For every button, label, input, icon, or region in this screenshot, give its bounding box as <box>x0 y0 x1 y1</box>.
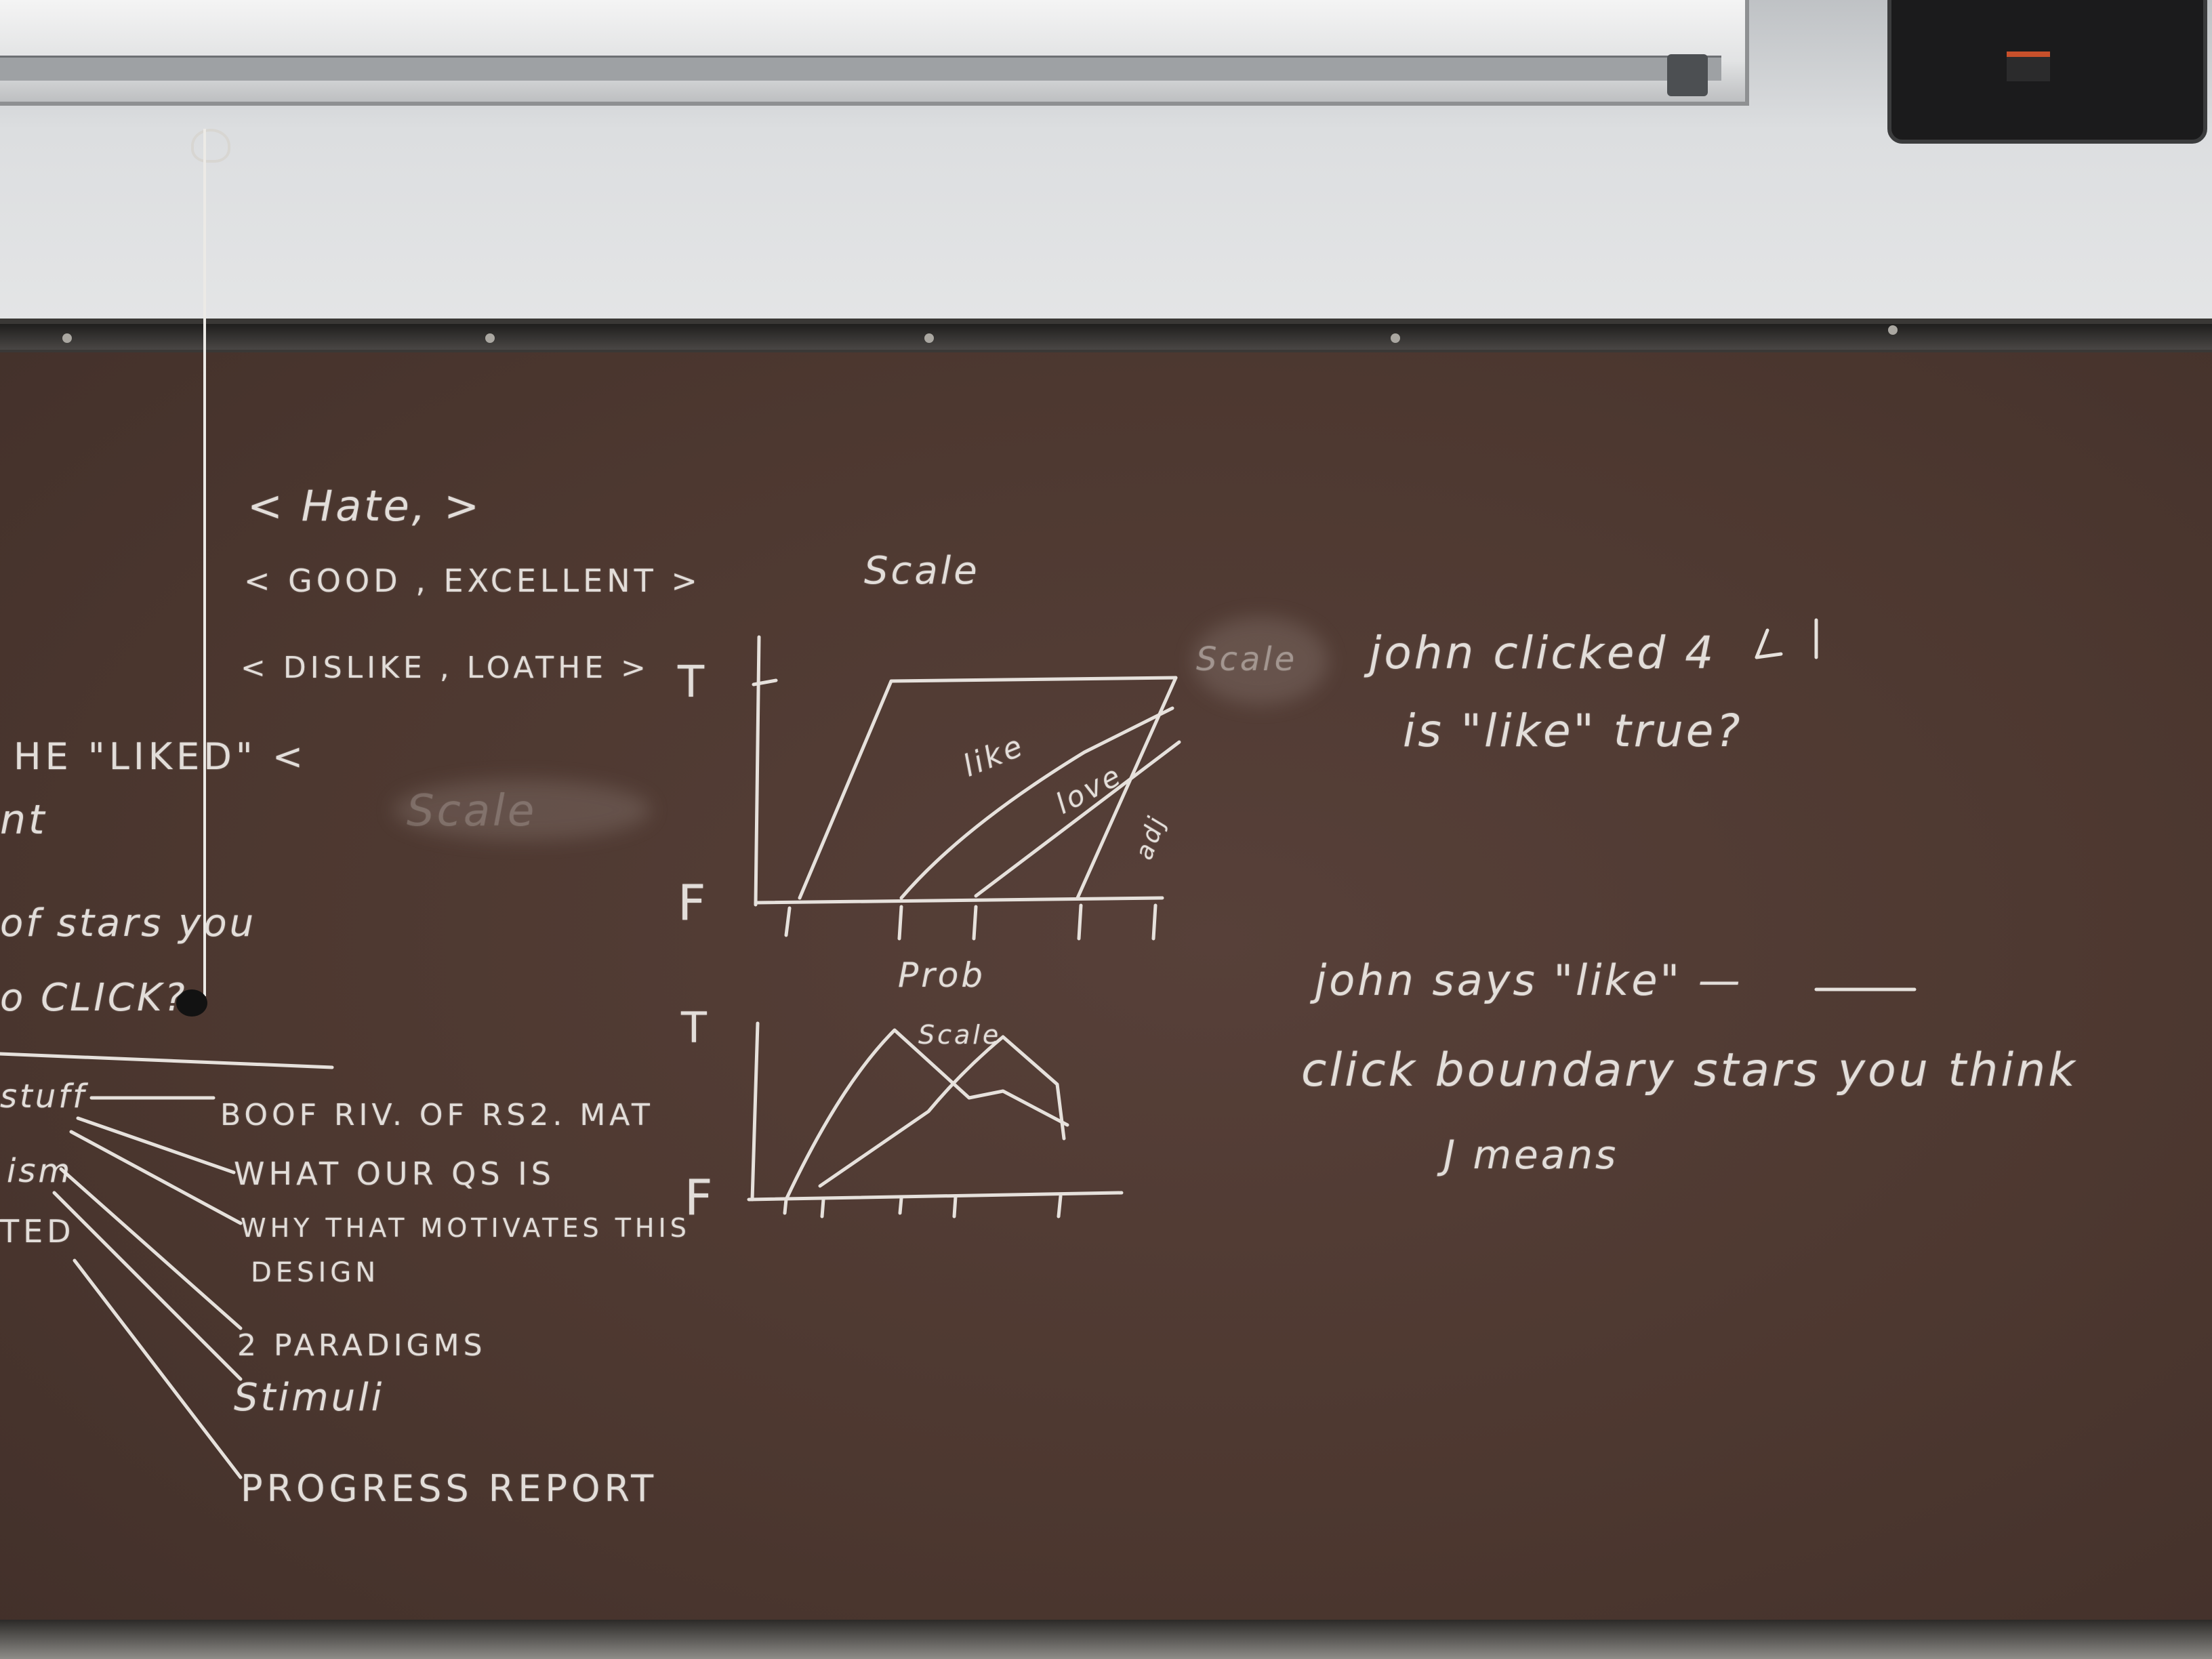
graph-top-title: Scale <box>864 549 980 593</box>
tuple-dislike-loathe: < DISLIKE , LOATHE > <box>241 651 650 685</box>
graph-bottom-curve-b <box>818 1035 1066 1188</box>
rail-screw <box>924 333 934 343</box>
graph-top-x-axis <box>754 896 1164 905</box>
note-liked: HE "LIKED" < <box>14 735 308 778</box>
graph-bottom-peak-label: Scale <box>918 1020 1002 1050</box>
outline-item: DESIGN <box>251 1257 380 1288</box>
chalkboard <box>0 352 2212 1659</box>
ghost-text: Scale <box>407 786 537 836</box>
note-john-clicked: john clicked 4 <box>1369 627 1717 679</box>
graph-bottom-x-axis <box>747 1191 1124 1202</box>
graph-bottom-x-ticks <box>783 1194 1063 1218</box>
outline-connector <box>76 1116 236 1174</box>
graph-top-x-ticks <box>784 903 1158 941</box>
note-click: o CLICK? <box>0 976 188 1020</box>
outline-connector <box>73 1258 243 1479</box>
outline-stub: TED <box>0 1213 75 1250</box>
projector-screen-bar <box>0 56 1721 81</box>
outline-item: 2 PARADIGMS <box>237 1328 487 1363</box>
speaker <box>1887 0 2207 144</box>
screen-pull-hook[interactable] <box>191 129 230 163</box>
graph-top-y-tick <box>752 678 778 687</box>
rail-screw <box>1391 333 1400 343</box>
rail-screw <box>485 333 495 343</box>
note-stars: of stars you <box>0 901 257 945</box>
tuple-good-excellent: < GOOD , EXCELLENT > <box>244 562 701 599</box>
outline-stub: stuff <box>0 1078 87 1115</box>
rail-screw <box>1888 325 1898 335</box>
tuple-hate: < Hate, > <box>247 481 483 531</box>
speaker-logo <box>2007 52 2050 81</box>
board-top-rail <box>0 324 2212 350</box>
outline-item: WHAT OUR QS IS <box>234 1155 555 1192</box>
graph-top-curve-love <box>974 740 1181 898</box>
outline-item: Stimuli <box>234 1376 385 1420</box>
outline-connector <box>52 1191 243 1381</box>
note-click-boundary: click boundary stars you think <box>1301 1044 2078 1097</box>
projector-screen-housing <box>0 0 1749 106</box>
numeral-4-stroke <box>1755 618 1818 659</box>
graph-bottom-curve-a <box>784 1028 1069 1202</box>
outline-item: PROGRESS REPORT <box>241 1467 658 1510</box>
graph-bottom-title: Prob <box>898 956 986 995</box>
graph-bottom-y-false: F <box>684 1169 717 1226</box>
outline-item: BOOF RIV. OF RS2. MAT <box>220 1098 654 1132</box>
outline-stub: ism <box>7 1152 73 1190</box>
erased-smudge <box>393 779 651 840</box>
note-john-says: john says "like" — <box>1315 956 1743 1005</box>
graph-top-side-label: Scale <box>1196 640 1298 678</box>
outline-connector <box>59 1167 243 1330</box>
rail-screw <box>62 333 72 343</box>
note-like-true: is "like" true? <box>1403 705 1743 757</box>
erased-smudge <box>1193 617 1328 705</box>
note-nt: nt <box>0 796 47 844</box>
graph-top-y-axis <box>754 635 761 907</box>
outline-divider <box>0 1052 334 1069</box>
graph-top-y-false: F <box>678 874 710 931</box>
graph-bottom-y-axis <box>750 1021 760 1202</box>
outline-item: WHY THAT MOTIVATES THIS <box>241 1213 691 1243</box>
graph-top-y-true: T <box>678 657 709 708</box>
graph-bottom-y-true: T <box>681 1003 711 1052</box>
graph-top-curve-outer <box>798 676 1178 900</box>
graph-top-curve-like <box>899 706 1174 900</box>
projector-screen-endcap <box>1667 54 1708 96</box>
outline-connector <box>69 1130 243 1225</box>
note-j-means: J means <box>1443 1132 1619 1178</box>
screen-pull-cord[interactable] <box>203 129 206 996</box>
screen-pull-knob[interactable] <box>176 989 207 1017</box>
chalk-tray <box>0 1620 2212 1659</box>
